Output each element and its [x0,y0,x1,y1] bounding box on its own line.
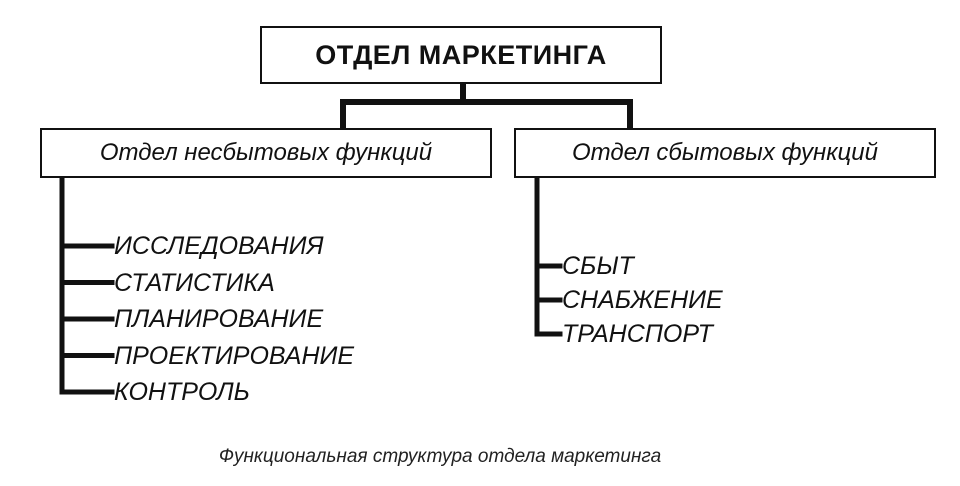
sales-department-box: Отдел сбытовых функций [514,128,936,178]
function-item-sales: СБЫТ [562,252,634,280]
sales-department-label: Отдел сбытовых функций [572,139,878,166]
non-sales-department-label: Отдел несбытовых функций [99,139,433,166]
figure-caption: Функциональная структура отдела маркетин… [218,446,662,467]
function-item-research: ИССЛЕДОВАНИЯ [114,232,324,260]
non-sales-department-box: Отдел несбытовых функций [40,128,492,178]
function-item-planning: ПЛАНИРОВАНИЕ [114,305,324,333]
root-department-label: ОТДЕЛ МАРКЕТИНГА [315,39,607,70]
function-item-supply: СНАБЖЕНИЕ [562,286,723,314]
function-item-transport: ТРАНСПОРТ [562,320,713,348]
function-item-design: ПРОЕКТИРОВАНИЕ [114,341,355,370]
root-department-box: ОТДЕЛ МАРКЕТИНГА [260,26,662,84]
function-item-statistics: СТАТИСТИКА [114,268,275,297]
function-item-control: КОНТРОЛЬ [114,378,250,406]
